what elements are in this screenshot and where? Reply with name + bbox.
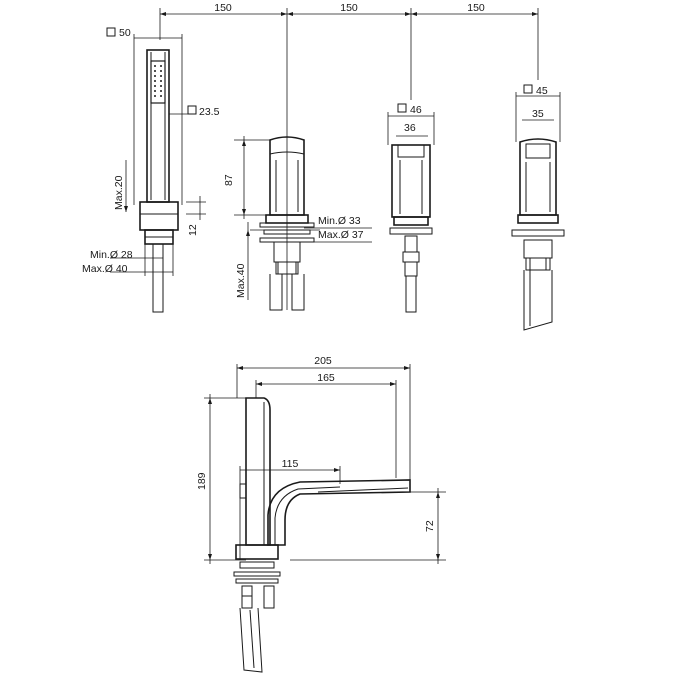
deck-thickness-label: Max.40 [235,263,247,298]
handshower-square-label: 50 [119,27,131,39]
spout-square-label: 45 [536,85,548,97]
valve-height-label: 87 [223,174,235,186]
diverter-front-view: 46 36 [387,103,435,313]
spacing-label-1: 150 [214,2,232,14]
spacing-label-3: 150 [467,2,485,14]
spout-width-label: 35 [532,108,544,120]
handshower-max-label: Max.20 [113,175,125,210]
deck-min-label: Min.Ø 33 [318,215,361,227]
side-reach-total-label: 205 [314,355,332,367]
side-reach-spout-label: 165 [317,372,335,384]
side-height-label: 189 [196,472,208,490]
hole-min-label: Min.Ø 28 [90,249,133,261]
spacing-label-2: 150 [340,2,358,14]
spray-nozzles [150,60,166,104]
handshower-front-view: 50 23.5 Max.20 [82,27,220,313]
spacing-dimensions: 150 150 150 [159,2,539,310]
valve-square-label: 46 [410,104,422,116]
valve-width-label: 36 [404,122,416,134]
handle-square-label: 23.5 [199,106,220,118]
hole-max-label: Max.Ø 40 [82,263,128,275]
valve-front-view: 87 Min.Ø 33 Max.Ø 37 Max.40 [223,136,372,311]
side-spout-height-label: 72 [424,520,436,532]
handshower-12-label: 12 [187,224,199,236]
side-view: 205 165 189 115 72 [196,355,446,673]
deck-max-label: Max.Ø 37 [318,229,364,241]
spout-front-view: 45 35 [511,84,565,331]
side-reach-inner-label: 115 [282,458,299,470]
